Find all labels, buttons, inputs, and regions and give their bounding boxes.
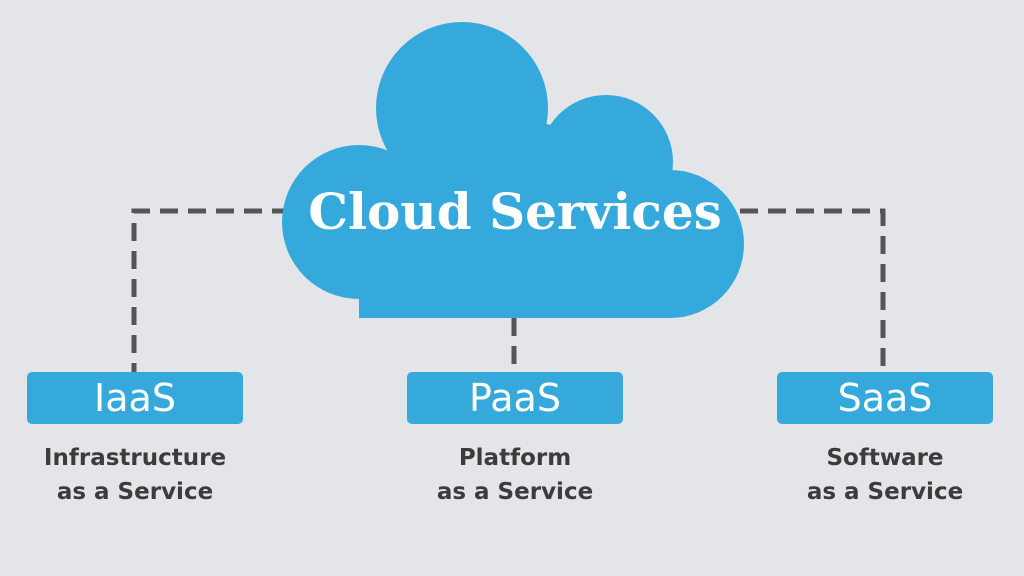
iaas-description: Infrastructure as a Service [5,441,265,509]
cloud-shape [282,22,744,318]
saas-box: SaaS [777,372,993,424]
iaas-box: IaaS [27,372,243,424]
connector-iaas [131,208,290,372]
cloud-services-title: Cloud Services [308,182,722,241]
saas-description-line1: Software [826,445,944,471]
iaas-description-line2: as a Service [56,479,214,505]
paas-description-line1: Platform [458,445,572,471]
paas-box: PaaS [407,372,623,424]
connector-saas [740,208,886,372]
saas-description: Software as a Service [755,441,1015,509]
saas-description-line2: as a Service [806,479,964,505]
paas-description: Platform as a Service [385,441,645,509]
connector-lines [131,208,886,372]
paas-description-line2: as a Service [436,479,594,505]
iaas-description-line1: Infrastructure [43,445,227,471]
